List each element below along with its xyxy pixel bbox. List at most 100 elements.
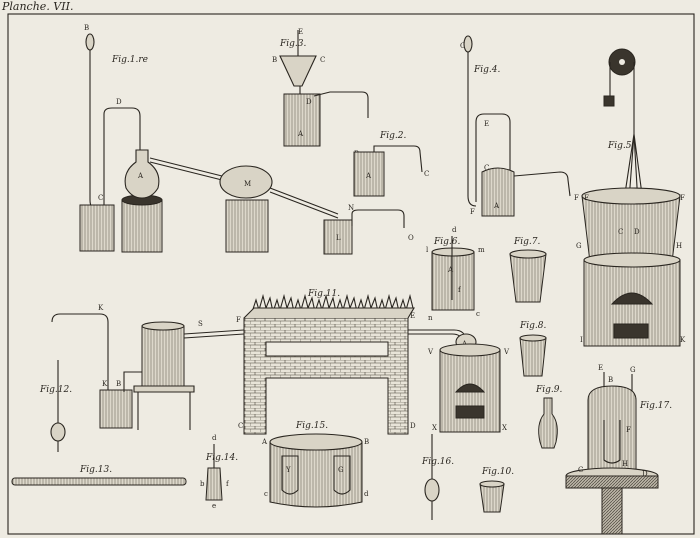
figure-13-rod: Fig.13. [11,465,187,486]
fig17-letter-D: D [642,470,648,478]
figure-9-vial: Fig.9. [535,385,562,449]
fig-5-label: Fig.5. [607,141,634,151]
fig11-letter-B: B [116,380,121,388]
fig11-letter-V-right: V [503,348,510,356]
fig5-letter-K: K [680,336,686,344]
fig11-letter-V-left: V [427,348,434,356]
fig6-letter-n: n [428,314,433,322]
fig-1-label: Fig.1.re [111,55,148,65]
fig-8-label: Fig.8. [519,321,546,331]
fig17-letter-E: E [598,364,603,372]
fig4-letter-C-top: C [460,42,465,50]
fig-9-label: Fig.9. [535,385,562,395]
figure-5-pulley-furnace: Fig.5. F F C D B G H I K [576,48,686,347]
fig-11-label: Fig.11. [307,289,340,299]
fig3-letter-C: C [320,56,325,64]
fig-3-label: Fig.3. [279,39,306,49]
figure-16-bulb-tube: Fig.16. [421,434,454,520]
fig5-letter-I: I [580,336,583,344]
fig15-letter-A: A [261,438,268,446]
fig11-letter-K-top: K [98,304,104,312]
fig4-letter-F-right: F [574,194,579,202]
fig-4-label: Fig.4. [473,65,500,75]
fig1-letter-L: L [336,234,341,242]
figure-17-bell-apparatus: Fig.17. E B G F H C D [565,364,672,535]
fig3-letter-E: E [298,28,303,36]
fig6-letter-m: m [478,246,485,254]
figure-4-pipette-apparatus: Fig.4. C E C D A F F [460,35,579,217]
plate-border [7,13,695,535]
fig1-letter-A: A [137,172,144,180]
fig5-letter-D: D [634,228,640,236]
fig14-letter-b: b [200,480,205,488]
fig-17-label: Fig.17. [639,401,672,411]
fig-2-label: Fig.2. [379,131,406,141]
fig6-letter-c: c [476,310,480,318]
fig4-letter-F-left: F [470,208,475,216]
figure-10-small-cup: Fig.10. [479,467,514,513]
fig15-letter-Y: Y [285,466,291,474]
fig15-letter-G: G [338,466,344,474]
fig5-letter-H: H [676,242,682,250]
fig4-letter-E: E [484,120,489,128]
fig4-letter-C: C [484,164,489,172]
fig1-letter-M: M [244,180,251,188]
fig1-letter-O: O [408,234,414,242]
fig2-letter-C: C [424,170,429,178]
fig-14-label: Fig.14. [205,453,238,463]
figure-15-basin: Fig.15. A B Y G c d [261,421,369,508]
fig5-letter-C: C [618,228,623,236]
fig14-letter-f: f [226,480,230,488]
fig5-letter-F-left: F [584,194,589,202]
fig14-letter-d: d [212,434,217,442]
fig11-letter-K: K [102,380,108,388]
fig5-letter-F-right: F [680,194,685,202]
fig1-letter-C: C [98,194,103,202]
fig5-letter-G: G [576,242,582,250]
figure-6-cylinder-vessel: Fig.6. d l m A f n c [426,226,485,322]
fig6-letter-A: A [447,266,454,274]
fig15-letter-c: c [264,490,268,498]
fig11-letter-X-right: X [502,424,507,432]
fig1-letter-D: D [116,98,122,106]
figure-1-distillation-apparatus: Fig.1.re B D C A M N L O [79,24,414,255]
fig11-letter-E: E [410,312,415,320]
plate-title: Planche. VII. [1,0,73,13]
fig3-letter-D: D [306,98,312,106]
fig11-letter-S: S [198,320,203,328]
figure-7-cup: Fig.7. [509,237,547,303]
fig3-letter-B: B [272,56,277,64]
fig6-letter-d: d [452,226,457,234]
fig3-letter-A: A [297,130,304,138]
fig4-letter-A: A [493,202,500,210]
figure-11-brick-furnace: Fig.11. F E C D K K B S A V V X [51,289,510,435]
figure-3-funnel-vessel: Fig.3. E B C D A [272,28,369,147]
fig17-letter-B: B [608,376,613,384]
fig17-letter-H: H [622,460,628,468]
figure-2-jar-with-tube: Fig.2. B A C [353,131,429,197]
fig1-letter-N: N [348,204,354,212]
fig15-letter-d: d [364,490,369,498]
fig6-letter-f: f [458,286,462,294]
fig1-letter-B: B [84,24,89,32]
fig-16-label: Fig.16. [421,457,454,467]
fig11-letter-X-left: X [432,424,437,432]
fig17-letter-C: C [578,466,583,474]
fig17-letter-F: F [626,426,631,434]
fig2-letter-A: A [365,172,372,180]
fig17-letter-G: G [630,366,636,374]
fig11-letter-F: F [236,316,241,324]
fig-7-label: Fig.7. [513,237,540,247]
figure-12-bulb-pipette: Fig.12. [39,360,72,452]
fig-10-label: Fig.10. [481,467,514,477]
fig-15-label: Fig.15. [295,421,328,431]
fig11-letter-D: D [410,422,416,430]
fig14-letter-e: e [212,502,216,510]
fig11-letter-C: C [238,422,243,430]
figure-14-flask: Fig.14. d b f e [200,434,238,510]
fig-12-label: Fig.12. [39,385,72,395]
fig15-letter-B: B [364,438,369,446]
fig-13-label: Fig.13. [79,465,112,475]
figure-8-crucible: Fig.8. [519,321,547,377]
